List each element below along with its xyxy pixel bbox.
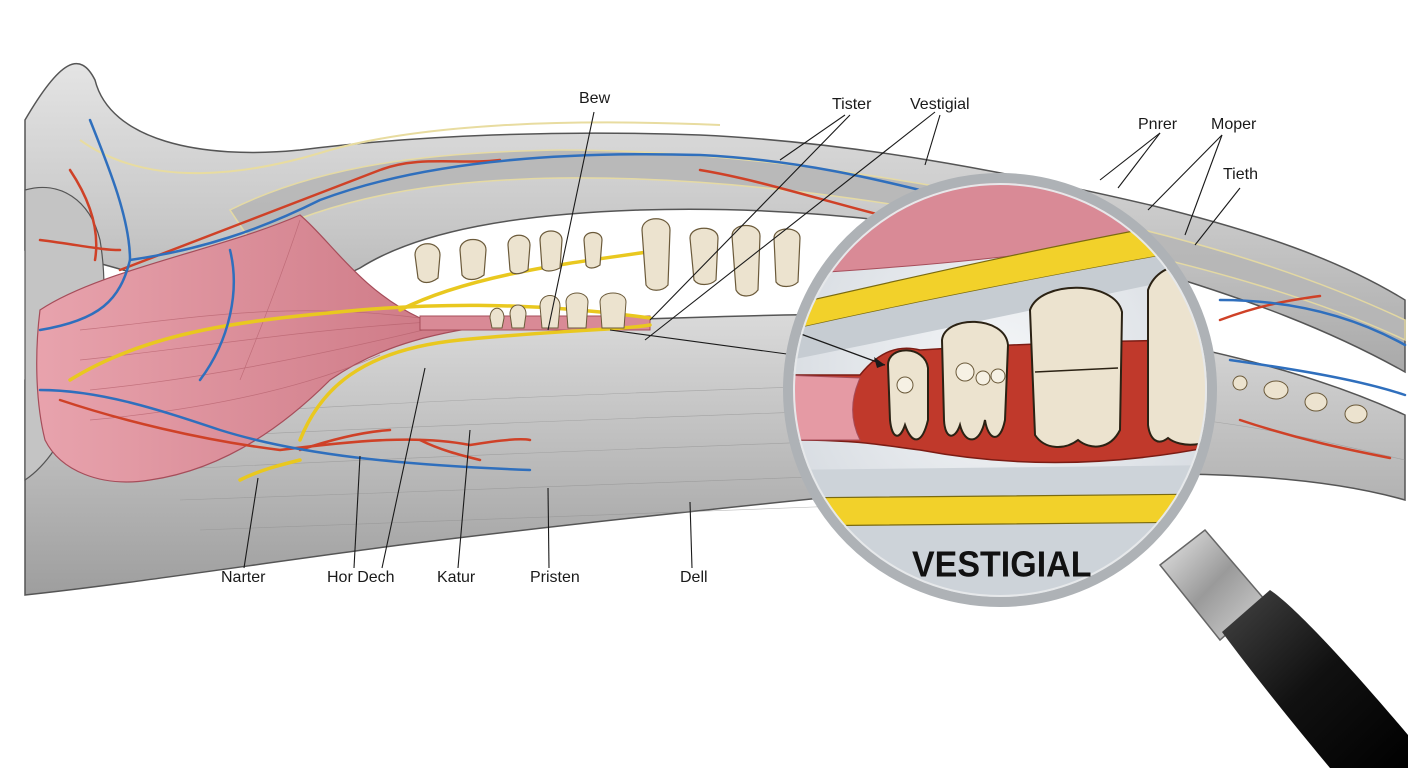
label-moper: Moper xyxy=(1211,116,1257,133)
label-hor-dech: Hor Dech xyxy=(327,569,395,586)
label-pristen: Pristen xyxy=(530,569,580,586)
lens-zoom-content xyxy=(788,178,1212,602)
label-pnrer: Pnrer xyxy=(1138,116,1178,133)
label-dell: Dell xyxy=(680,569,708,586)
muscle-mass xyxy=(36,214,521,483)
right-tiny-teeth xyxy=(1232,375,1368,424)
upper-marrow-band xyxy=(228,149,1406,342)
magnifier-caption: VESTIGIAL xyxy=(912,545,1092,585)
label-narter: Narter xyxy=(221,569,266,586)
label-bew: Bew xyxy=(579,90,611,107)
label-vestigial-top: Vestigial xyxy=(910,96,970,113)
lower-small-teeth xyxy=(489,292,627,329)
magnifier-handle xyxy=(1158,528,1408,768)
label-tieth: Tieth xyxy=(1223,166,1258,183)
lens-rim xyxy=(783,173,1217,607)
label-tister: Tister xyxy=(832,96,872,113)
label-katur: Katur xyxy=(437,569,476,586)
